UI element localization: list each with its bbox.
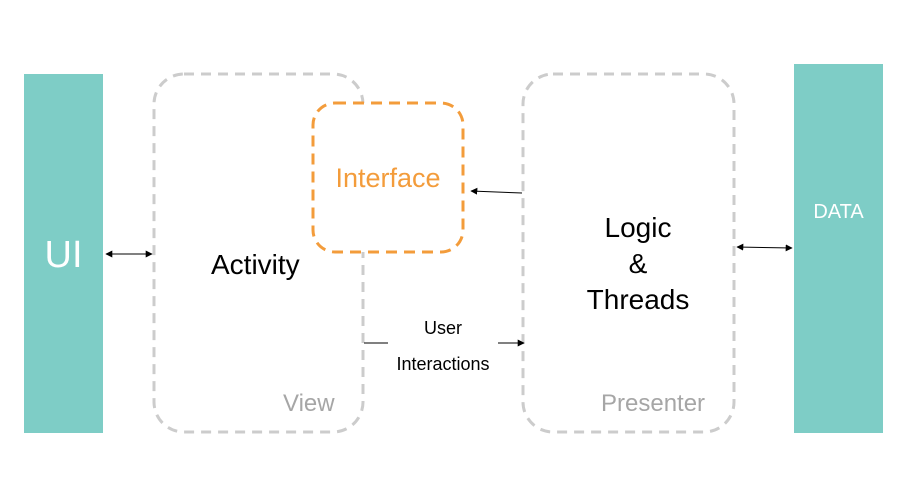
presenter-caption: Presenter <box>601 390 706 417</box>
presenter-group-border <box>521 72 736 434</box>
view-caption: View <box>283 390 335 417</box>
data-block <box>794 64 883 433</box>
threads-label: Threads <box>586 284 690 315</box>
logic-label: Logic <box>604 212 672 243</box>
interface-label: Interface <box>335 163 441 193</box>
view-group-border <box>152 72 365 434</box>
user-interactions-line1: User <box>423 318 462 338</box>
user-interactions-line2: Interactions <box>396 354 490 374</box>
interface-box-border <box>311 101 465 254</box>
ampersand-label: & <box>628 248 648 279</box>
ui-label: UI <box>44 234 83 276</box>
activity-label: Activity <box>211 249 300 280</box>
presenter-data-arrow <box>736 243 793 252</box>
ui-block <box>24 74 103 433</box>
presenter-to-interface-arrow <box>470 187 523 195</box>
data-label: DATA <box>813 201 864 223</box>
